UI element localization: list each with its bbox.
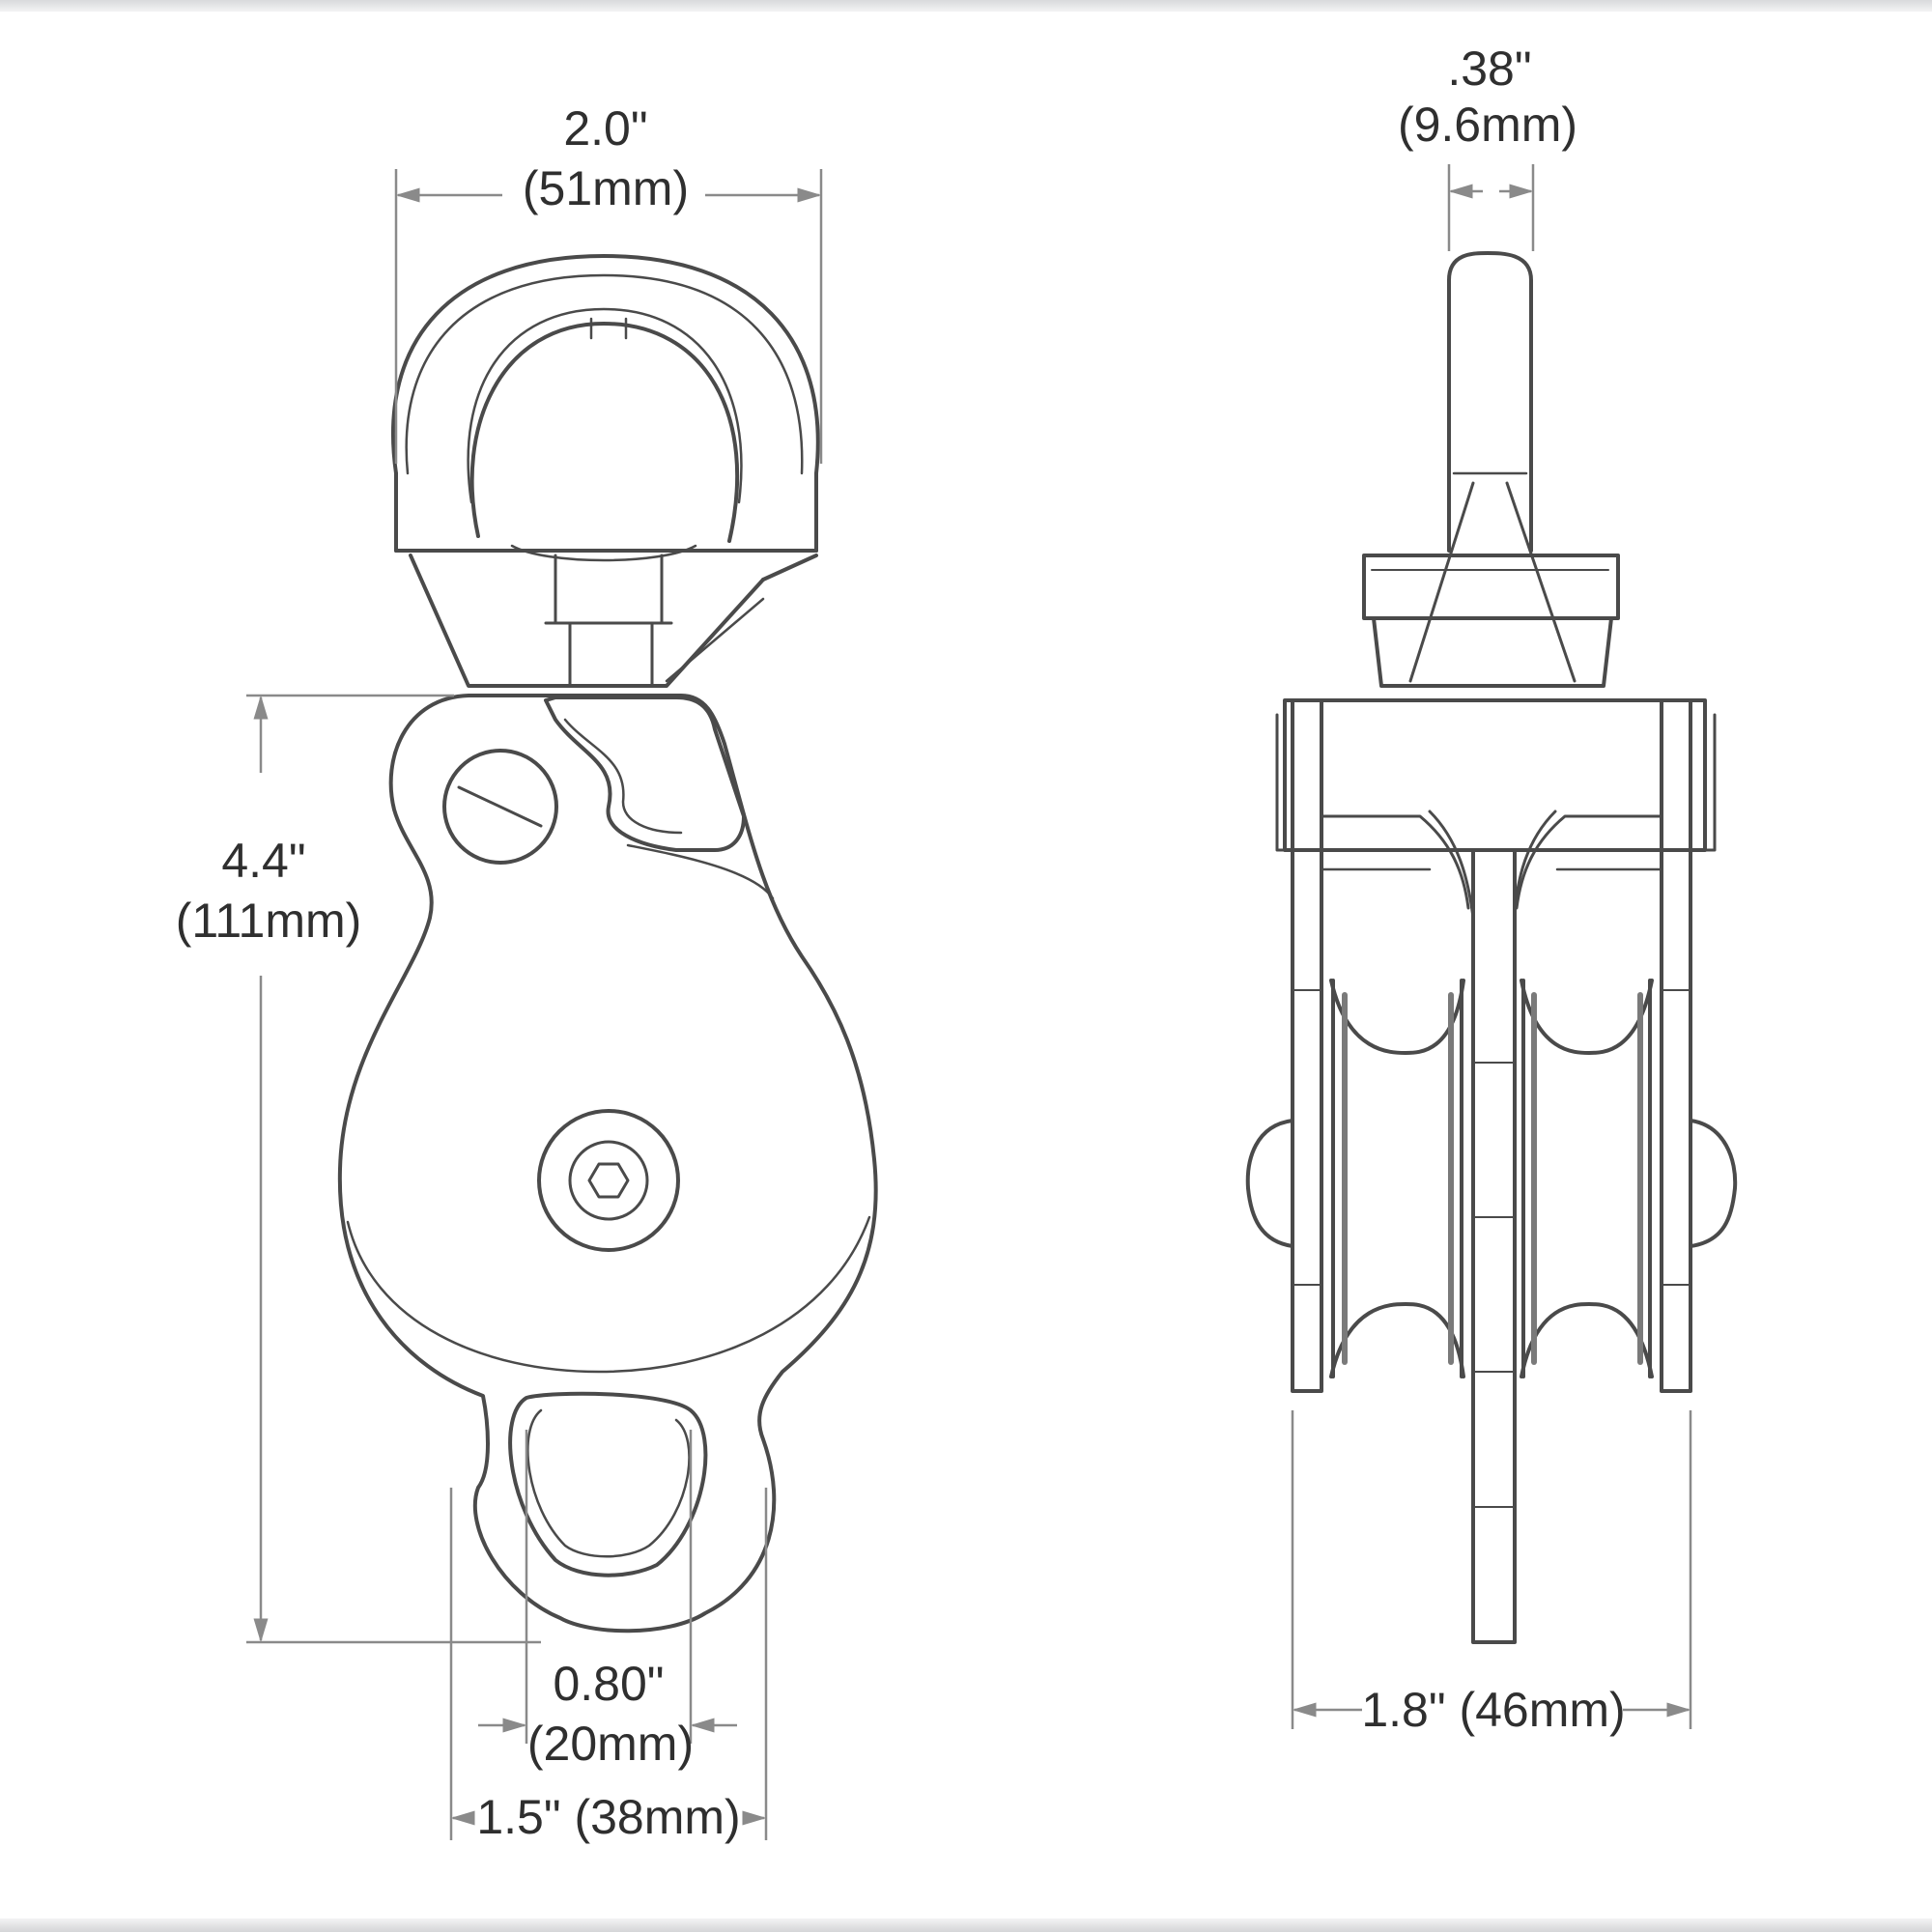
height-imperial-label: 4.4"	[221, 834, 305, 888]
left-axle-cap	[1245, 1119, 1294, 1248]
dimension-lines	[246, 164, 1692, 1840]
side-shackle	[1362, 251, 1620, 688]
side-width-label: 1.8" (46mm)	[1361, 1683, 1625, 1737]
bottom-width-label: 1.5" (38mm)	[476, 1790, 740, 1844]
dimension-labels: 2.0" (51mm) 4.4" (111mm) 0.80" (20mm) 1.…	[176, 42, 1626, 1844]
swivel-base	[394, 471, 818, 688]
right-sheave	[1520, 979, 1654, 1378]
side-frame	[1275, 698, 1717, 1644]
swivel-eye	[390, 254, 820, 562]
frame-bottom-border	[0, 1918, 1932, 1932]
bottom-hole-imperial-label: 0.80"	[553, 1657, 664, 1711]
shackle-width-metric-label: (9.6mm)	[1398, 98, 1577, 152]
left-sheave	[1329, 979, 1465, 1378]
front-view	[337, 254, 878, 1634]
top-width-imperial-label: 2.0"	[563, 101, 647, 156]
frame-top-border	[0, 0, 1932, 12]
shackle-width-imperial-label: .38"	[1447, 42, 1531, 96]
bottom-hole-metric-label: (20mm)	[527, 1717, 694, 1771]
cheek-plate	[337, 694, 878, 1634]
side-view	[1245, 251, 1738, 1644]
height-metric-label: (111mm)	[176, 894, 362, 948]
top-width-metric-label: (51mm)	[523, 161, 689, 215]
right-axle-cap	[1689, 1119, 1738, 1248]
